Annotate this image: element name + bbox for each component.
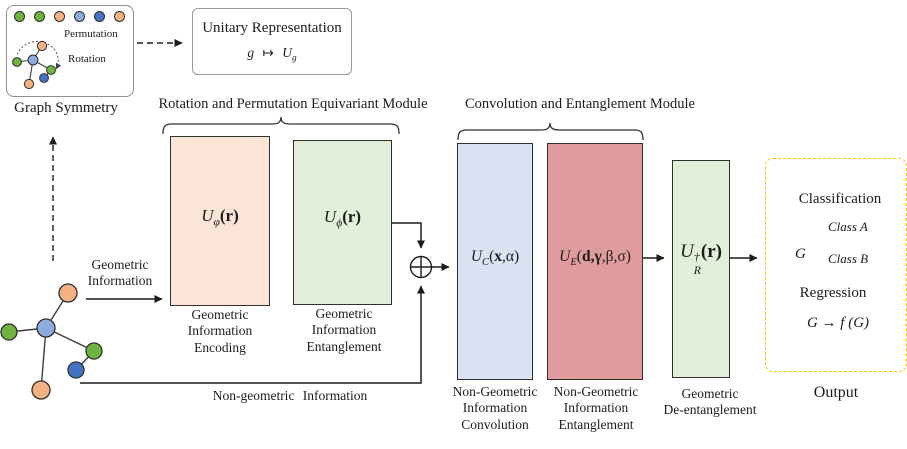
entangler-to-adder-line	[392, 222, 425, 249]
nge-entangle-formula: UE(d,γ,β,σ)	[559, 248, 631, 269]
module2-title: Convolution and Entanglement Module	[465, 96, 695, 112]
node-dark-blue	[67, 361, 85, 379]
permutation-dot-orange-1	[54, 11, 65, 22]
entangler-caption: Geometric Information Entanglement	[306, 306, 382, 354]
class-a-label: Class A	[828, 219, 868, 234]
molecule-graph	[0, 283, 103, 400]
permutation-dot-green-1	[14, 11, 25, 22]
module2-brace	[457, 122, 644, 141]
geometric-info-label: Geometric Information	[87, 257, 153, 289]
graph-g-label: G	[795, 246, 806, 262]
detangler-box: U†R(r)	[672, 160, 730, 378]
encoder-box: Uφ(r)	[170, 136, 270, 306]
permutation-dot-orange-2	[114, 11, 125, 22]
permutation-dot-blue	[74, 11, 85, 22]
adder-oplus-icon	[409, 255, 433, 279]
module1-title: Rotation and Permutation Equivariant Mod…	[158, 96, 428, 112]
non-geometric-info-label: Non-geometric Information	[212, 388, 368, 403]
node-center-blue	[36, 318, 56, 338]
encoder-formula: Uφ(r)	[201, 205, 239, 229]
output-box: Classification Class A G Class B Regress…	[765, 158, 907, 372]
module1-brace	[162, 116, 400, 135]
convolution-caption: Non-Geometric Information Convolution	[452, 384, 538, 432]
detangler-caption: Geometric De-entanglement	[663, 386, 757, 418]
regression-formula: G → f (G)	[806, 315, 870, 331]
output-caption: Output	[813, 384, 859, 401]
graph-symmetry-caption: Graph Symmetry	[14, 100, 118, 116]
node-orange-bottom	[31, 380, 51, 400]
nge-entangle-box: UE(d,γ,β,σ)	[547, 143, 643, 380]
convolution-box: UC(x,α)	[457, 143, 533, 380]
entangler-formula: Uϕ(r)	[323, 207, 362, 230]
node-green-left	[0, 323, 18, 341]
permutation-dot-green-2	[34, 11, 45, 22]
classification-label: Classification	[798, 191, 882, 207]
node-green-right	[85, 342, 103, 360]
node-orange-top	[58, 283, 78, 303]
permutation-dot-darkblue	[94, 11, 105, 22]
detangler-formula: U†R(r)	[679, 241, 722, 277]
unitary-formula: g ↦ Ug	[247, 45, 297, 63]
rotation-label: Rotation	[68, 53, 106, 65]
class-b-label: Class B	[828, 251, 869, 266]
unitary-title: Unitary Representation	[202, 20, 342, 36]
permutation-label: Permutation	[64, 28, 118, 40]
convolution-formula: UC(x,α)	[470, 248, 520, 269]
encoder-caption: Geometric Information Encoding	[187, 307, 253, 355]
mini-molecule-graph	[12, 40, 62, 90]
nge-entangle-caption: Non-Geometric Information Entanglement	[553, 384, 639, 432]
graph-symmetry-panel: Permutation Rotation	[6, 5, 134, 97]
unitary-representation-box: Unitary Representation g ↦ Ug	[192, 8, 352, 75]
regression-label: Regression	[799, 285, 867, 301]
entangler-box: Uϕ(r)	[293, 140, 392, 305]
